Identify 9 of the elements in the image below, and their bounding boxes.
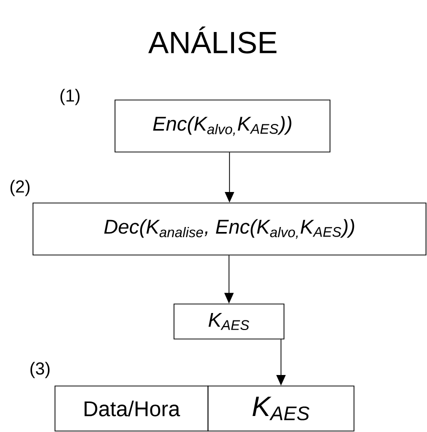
title: ANÁLISE — [148, 26, 276, 54]
step-number: (2) — [10, 180, 30, 196]
table-cell: K$_{AES}$ — [208, 386, 354, 432]
process-box: Dec(K$_{analise}$, Enc(K$_{alvo,}$K$_{AES}$)) — [32, 202, 426, 256]
step-number: (1) — [60, 88, 80, 106]
table-cell: Data/Hora — [54, 386, 208, 432]
process-box: Enc(K$_{alvo,}$K$_{AES}$)) — [114, 100, 330, 152]
step-number: (3) — [30, 362, 50, 378]
process-box: K$_{AES}$ — [174, 304, 284, 340]
